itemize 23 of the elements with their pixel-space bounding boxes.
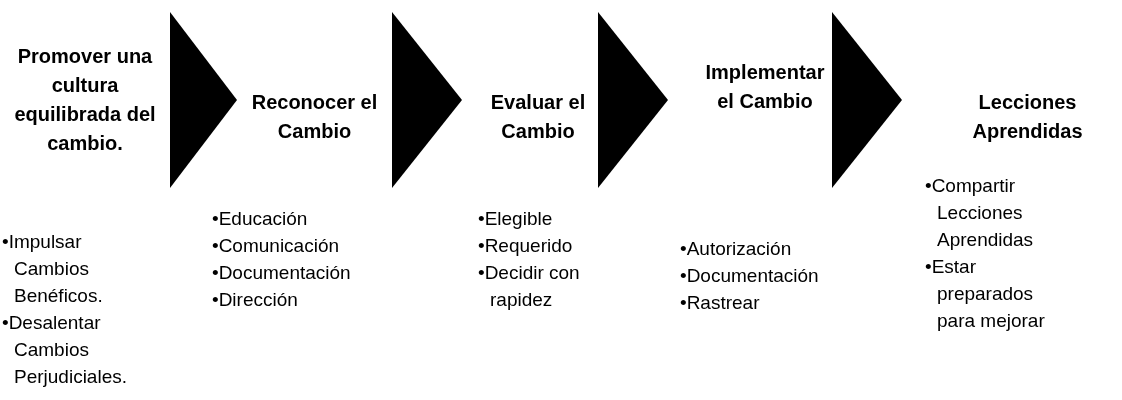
- bullet-item: •Requerido: [478, 234, 574, 258]
- bullet-item: •Decidir con rapidez: [478, 261, 581, 312]
- bullet-item: •Elegible: [478, 207, 554, 231]
- chevron-arrow: [832, 12, 902, 188]
- chevron-arrow: [170, 12, 237, 188]
- bullet-item: •Comunicación: [212, 234, 341, 258]
- stage-heading: Promover una cultura equilibrada del cambio.: [13, 44, 157, 156]
- bullet-item: •Impulsar Cambios Benéficos.: [2, 230, 104, 308]
- bullet-item: •Estar preparados para mejorar: [925, 255, 1046, 333]
- bullet-item: •Compartir Lecciones Aprendidas: [925, 174, 1035, 252]
- bullet-item: •Documentación: [680, 264, 820, 288]
- stage-heading: Implementar el Cambio: [704, 60, 826, 114]
- chevron-arrow: [392, 12, 462, 188]
- bullet-item: •Documentación: [212, 261, 352, 285]
- bullet-item: •Autorización: [680, 237, 793, 261]
- stage-heading: Evaluar el Cambio: [489, 90, 587, 144]
- chevron-arrow: [598, 12, 668, 188]
- bullet-item: •Desalentar Cambios Perjudiciales.: [2, 311, 127, 389]
- bullet-item: •Dirección: [212, 288, 299, 312]
- bullet-item: •Rastrear: [680, 291, 761, 315]
- bullet-item: •Educación: [212, 207, 309, 231]
- stage-heading: Lecciones Aprendidas: [971, 90, 1084, 144]
- stage-heading: Reconocer el Cambio: [250, 90, 379, 144]
